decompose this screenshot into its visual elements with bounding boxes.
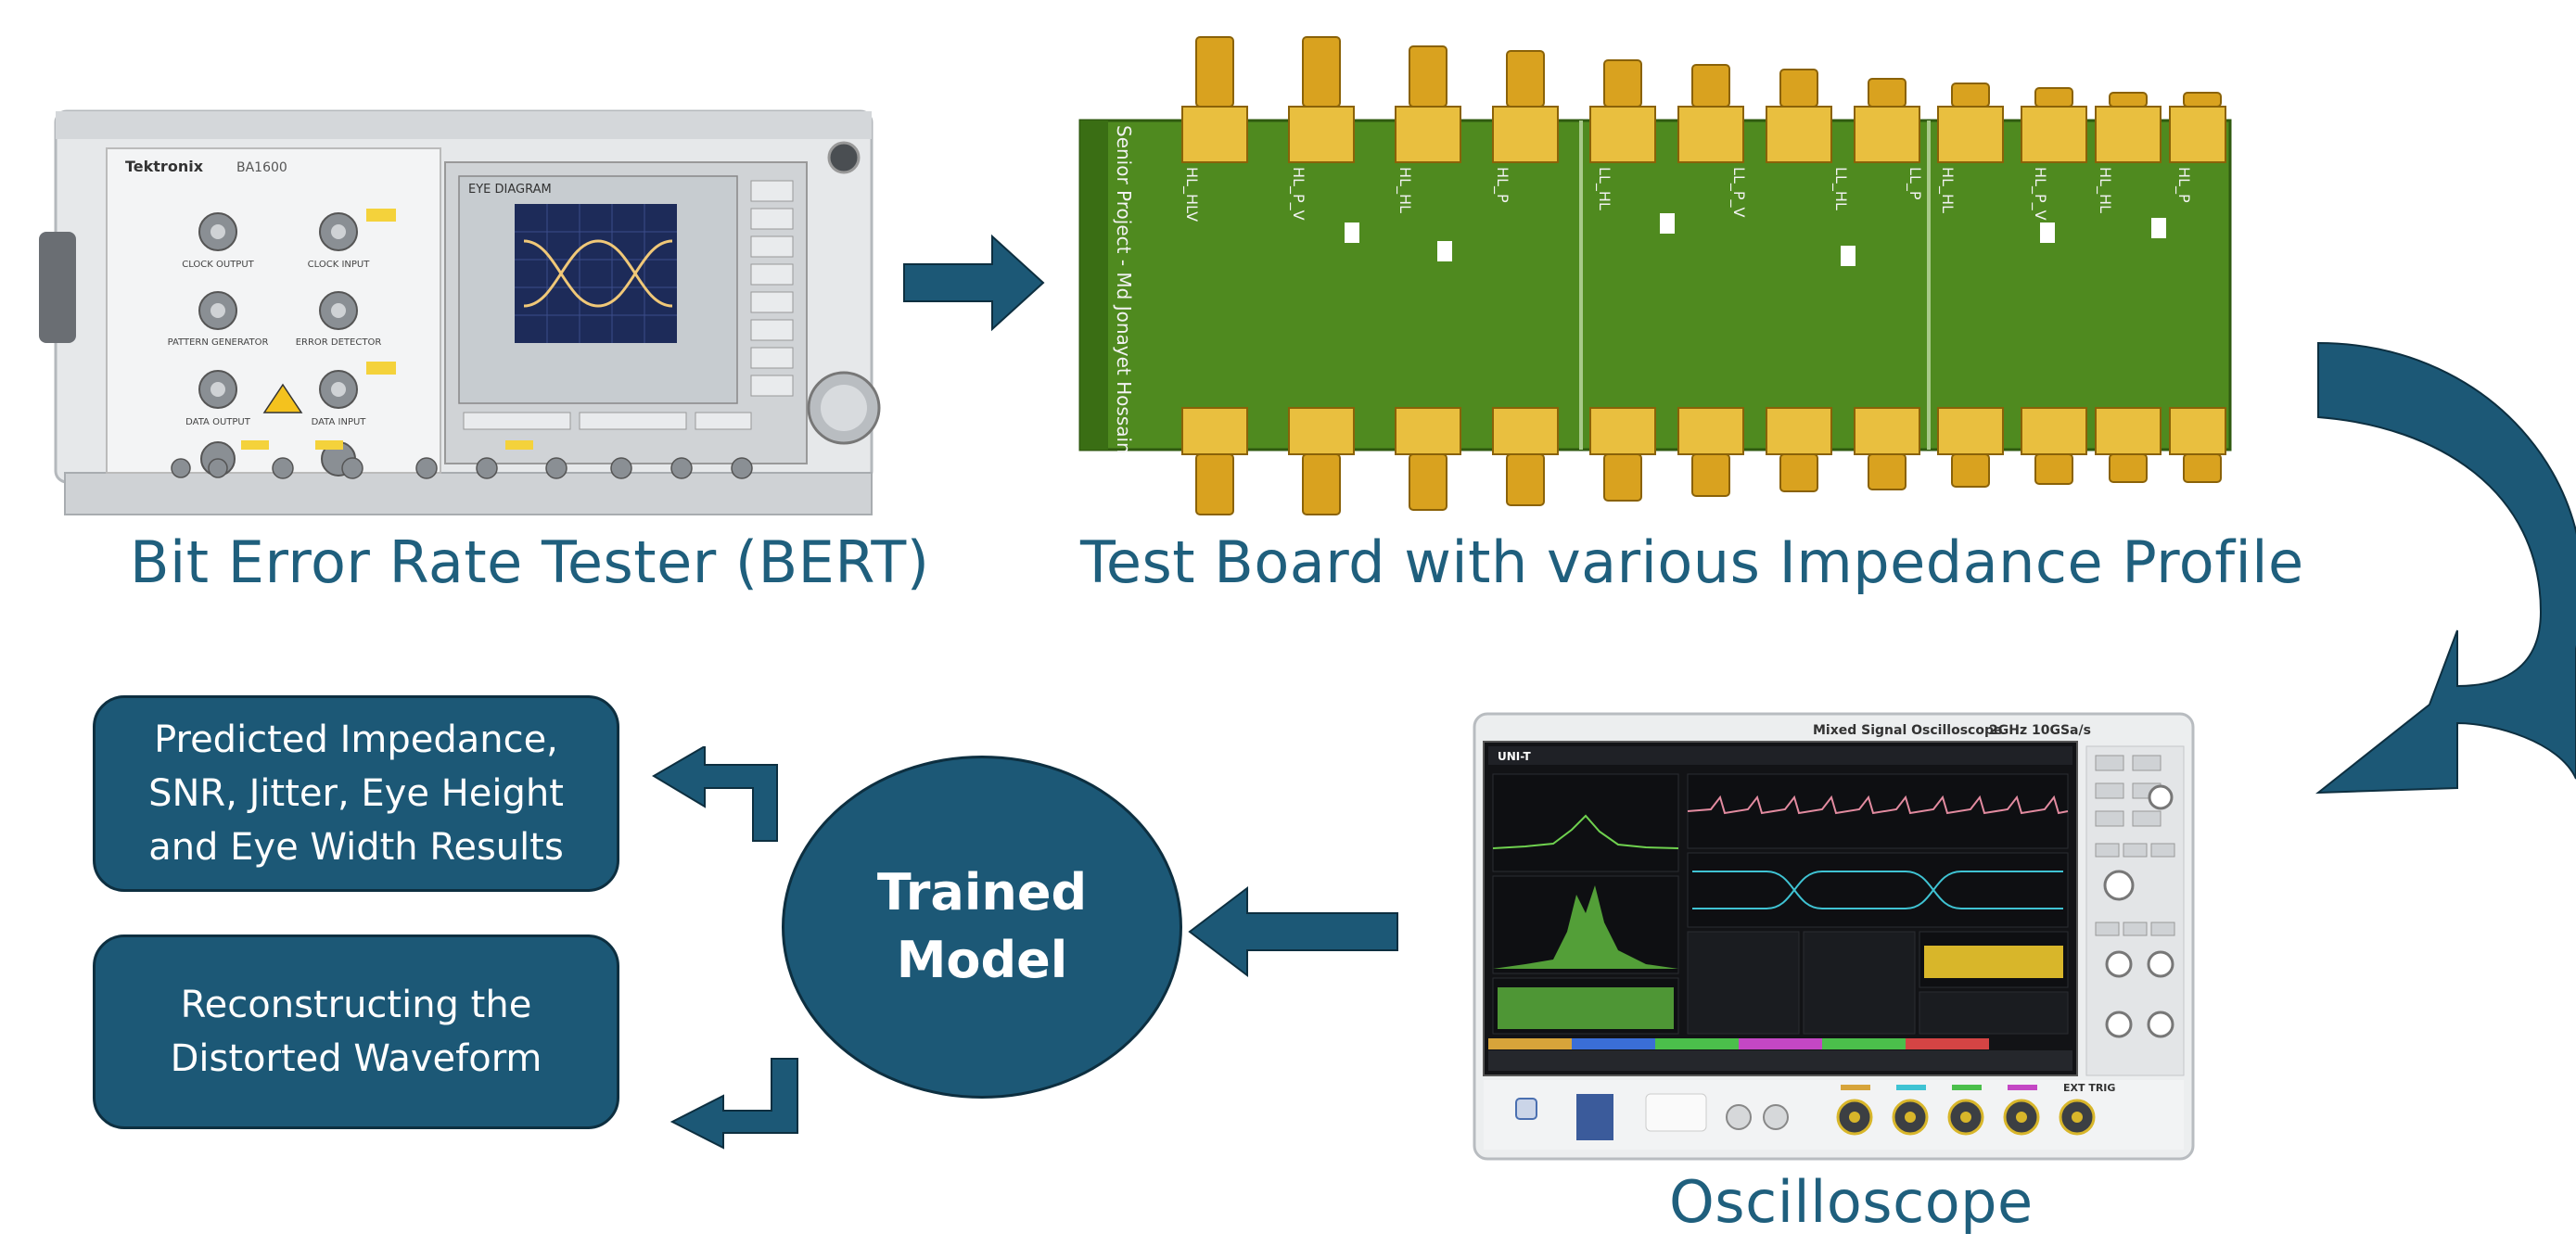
bert-label-clock-input: CLOCK INPUT	[308, 260, 371, 270]
trace-label: HL_P_V	[1289, 167, 1307, 221]
predicted-results-box: Predicted Impedance, SNR, Jitter, Eye He…	[93, 695, 619, 892]
bert-model: BA1600	[236, 160, 287, 175]
trained-model-node: Trained Model	[782, 756, 1182, 1099]
bert-brand: Tektronix	[125, 158, 204, 175]
bert-caption: Bit Error Rate Tester (BERT)	[130, 528, 930, 596]
oscilloscope-device: Mixed Signal Oscilloscope 2GHz 10GSa/s U…	[1470, 709, 2198, 1173]
arrow-right-icon	[903, 234, 1045, 332]
bert-label-pattern-gen: PATTERN GENERATOR	[168, 337, 269, 348]
model-line-1: Trained	[876, 863, 1088, 922]
trace-label: HL_P	[1493, 167, 1511, 203]
predicted-line-2: SNR, Jitter, Eye Height	[148, 772, 564, 815]
trace-label: HL_P	[2174, 167, 2193, 203]
board-caption: Test Board with various Impedance Profil…	[1080, 528, 2304, 596]
trace-label: HL_HL	[1396, 167, 1414, 213]
test-board-illustration: Senior Project - Md Jonayet Hossain HL_H…	[1078, 36, 2232, 515]
trace-label: HL_HL	[1938, 167, 1957, 213]
arrow-left-icon	[1188, 885, 1398, 978]
trace-label: LL_P_V	[1729, 167, 1748, 217]
elbow-arrow-down-icon	[670, 1058, 798, 1150]
bert-label-error-detector: ERROR DETECTOR	[296, 337, 382, 348]
trace-label: HL_P_V	[2031, 167, 2049, 221]
reconstruct-box: Reconstructing the Distorted Waveform	[93, 934, 619, 1129]
trace-label: LL_P	[1906, 167, 1924, 200]
trace-label: HL_HLV	[1182, 167, 1201, 222]
bert-device: Tektronix BA1600 CLOCK OUTPUT CLOCK INPU…	[37, 93, 881, 519]
scope-title: Mixed Signal Oscilloscope	[1813, 723, 2002, 738]
trace-label: LL_HL	[1595, 167, 1613, 210]
trace-label: LL_HL	[1831, 167, 1850, 210]
bert-label-data-output: DATA OUTPUT	[185, 417, 251, 427]
reconstruct-line-2: Distorted Waveform	[170, 1037, 542, 1080]
bottom-connectors	[1181, 407, 2226, 515]
scope-spec: 2GHz 10GSa/s	[1989, 723, 2091, 738]
top-connectors	[1181, 36, 2226, 163]
bert-label-clock-output: CLOCK OUTPUT	[182, 260, 254, 270]
bert-label-data-input: DATA INPUT	[312, 417, 367, 427]
predicted-line-3: and Eye Width Results	[148, 826, 564, 869]
bert-device-illustration: Tektronix BA1600 CLOCK OUTPUT CLOCK INPU…	[39, 109, 881, 515]
bert-screen-title: EYE DIAGRAM	[468, 183, 552, 197]
scope-caption: Oscilloscope	[1669, 1168, 2034, 1236]
board-side-text: Senior Project - Md Jonayet Hossain	[1113, 125, 1135, 454]
predicted-line-1: Predicted Impedance,	[154, 718, 558, 761]
trace-label: HL_HL	[2096, 167, 2114, 213]
scope-brand: UNI-T	[1498, 750, 1531, 763]
scope-ext-label: EXT TRIG	[2063, 1082, 2115, 1094]
test-board: Senior Project - Md Jonayet Hossain HL_H…	[1066, 28, 2253, 519]
model-line-2: Model	[896, 931, 1068, 989]
reconstruct-line-1: Reconstructing the	[180, 984, 532, 1026]
oscilloscope-illustration: Mixed Signal Oscilloscope 2GHz 10GSa/s U…	[1473, 712, 2195, 1161]
elbow-arrow-up-icon	[652, 746, 778, 842]
curved-arrow-icon	[2315, 341, 2576, 795]
